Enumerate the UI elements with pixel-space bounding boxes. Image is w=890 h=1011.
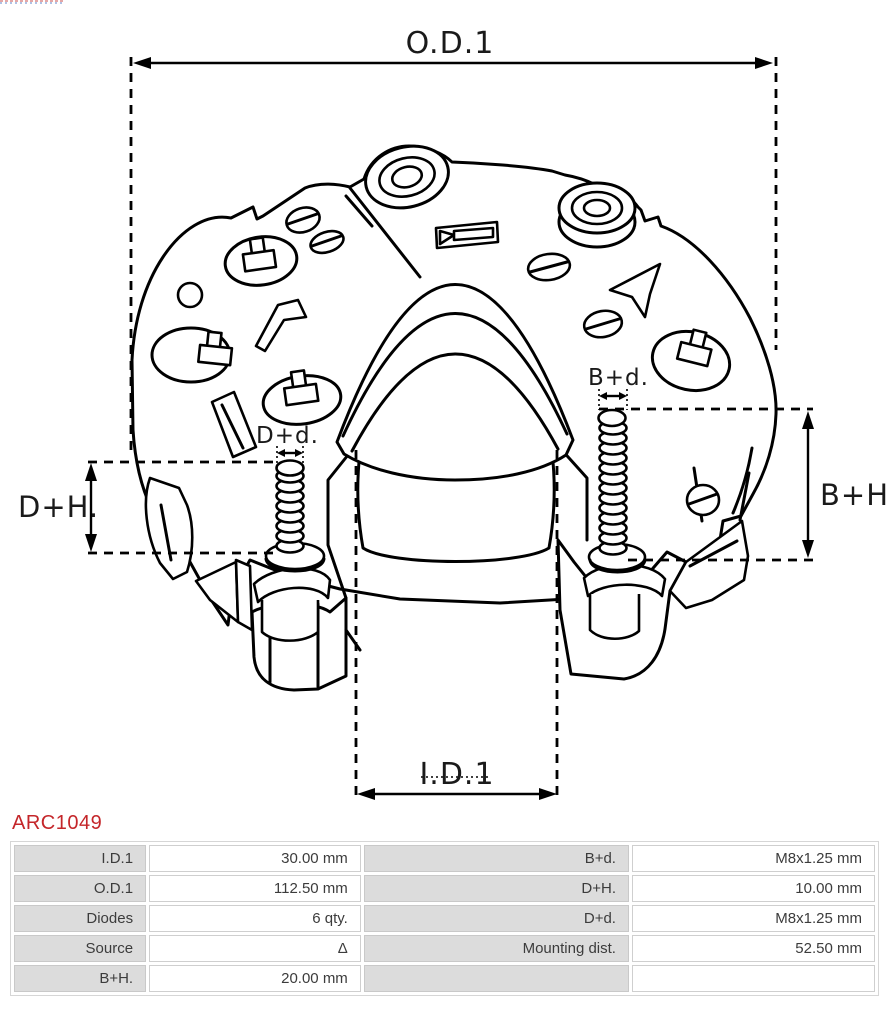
spec-value-cell: 20.00 mm — [149, 965, 361, 992]
screw-head — [685, 483, 721, 517]
screw-head — [285, 206, 321, 234]
center-boss — [335, 283, 575, 778]
dh-label: D+H. — [18, 490, 99, 524]
screw-head — [582, 309, 624, 339]
spec-label-cell: B+H. — [14, 965, 147, 992]
spec-label-cell: Diodes — [14, 905, 147, 932]
spec-value-cell: 30.00 mm — [149, 845, 361, 872]
spec-value-cell: 112.50 mm — [149, 875, 361, 902]
as-pl-logo-edge-icon — [0, 0, 64, 4]
arrow-mark-left — [254, 298, 308, 353]
spec-label-cell: Source — [14, 935, 147, 962]
dim-od1: O.D.1 — [129, 26, 778, 455]
od1-label: O.D.1 — [406, 26, 495, 61]
diode-press-fit — [150, 326, 234, 384]
spec-label-cell: I.D.1 — [14, 845, 147, 872]
spec-value-cell: 6 qty. — [149, 905, 361, 932]
spec-label-cell: O.D.1 — [14, 875, 147, 902]
left-stud-bolt — [264, 459, 326, 573]
spec-label-cell: B+d. — [363, 845, 629, 872]
spec-value-cell: 52.50 mm — [631, 935, 875, 962]
spec-value-cell: M8x1.25 mm — [631, 905, 875, 932]
id1-label: I.D.1 — [419, 757, 494, 792]
part-number: ARC1049 — [12, 812, 103, 834]
rectifier-technical-drawing: O.D.1 I.D.1 D+H. B+H. — [18, 26, 890, 800]
right-mount-leg — [556, 446, 750, 681]
bh-label: B+H. — [820, 478, 890, 512]
spec-row: B+H.20.00 mm — [14, 965, 875, 992]
vent-slot — [210, 390, 258, 459]
dim-bd: B+d. — [588, 365, 649, 410]
diode-press-fit — [650, 328, 732, 393]
bd-label: B+d. — [588, 365, 649, 391]
dim-id1: I.D.1 — [354, 450, 559, 800]
spec-label-cell — [363, 965, 629, 992]
screw-head — [526, 252, 572, 282]
terminal-grommet-left — [364, 144, 450, 210]
diode-press-fit — [223, 235, 299, 287]
spec-label-cell: D+H. — [363, 875, 629, 902]
arrow-mark-right — [608, 262, 662, 319]
screw-head — [309, 229, 345, 255]
dim-bh: B+H. — [599, 407, 890, 562]
dd-label: D+d. — [256, 423, 319, 449]
spec-value-cell: M8x1.25 mm — [631, 845, 875, 872]
spec-label-cell: D+d. — [363, 905, 629, 932]
key-slot — [434, 220, 500, 250]
dim-dd: D+d. — [256, 423, 319, 468]
spec-value-cell: Δ — [149, 935, 361, 962]
right-stud-bolt — [587, 408, 647, 574]
spec-value-cell: 10.00 mm — [631, 875, 875, 902]
terminal-grommet-right — [557, 181, 637, 249]
diode-press-fit — [261, 369, 343, 426]
spec-label-cell: Mounting dist. — [363, 935, 629, 962]
left-mount-leg — [144, 448, 362, 692]
spec-value-cell — [631, 965, 875, 992]
small-hole — [176, 281, 204, 309]
dim-dh: D+H. — [18, 460, 280, 555]
